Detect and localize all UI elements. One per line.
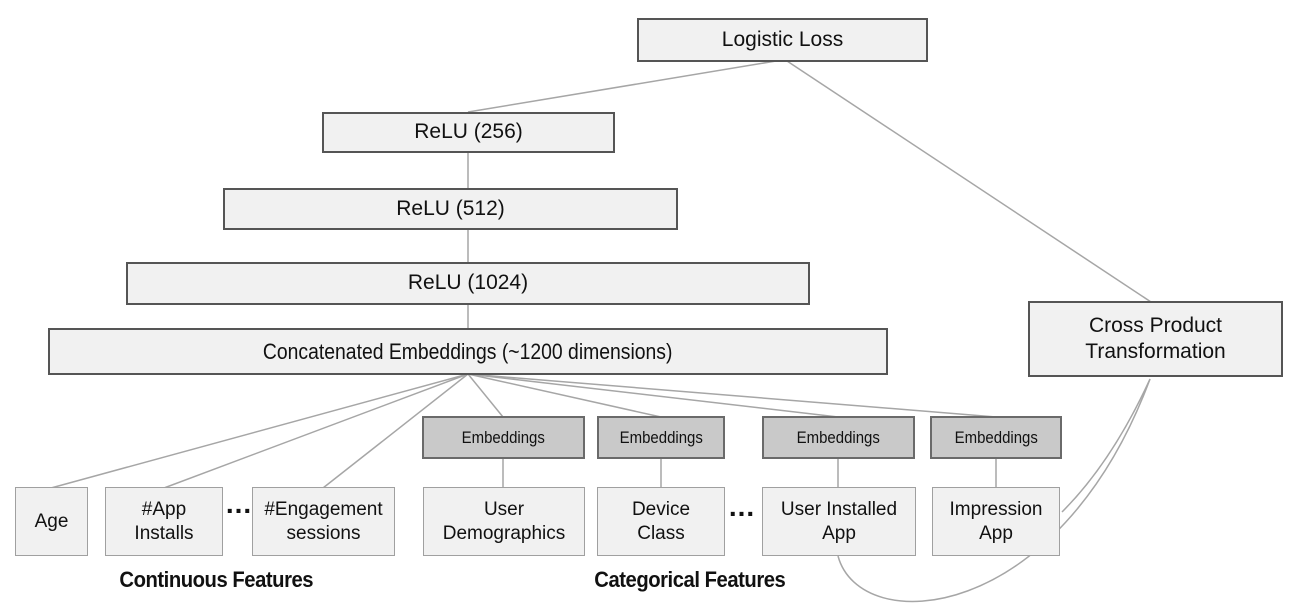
node-relu-256: ReLU (256): [322, 112, 615, 153]
edge-loss-to-crossproduct: [786, 60, 1152, 303]
group-label-continuous-features-text: Continuous Features: [119, 567, 313, 592]
edge-impression-crossproduct: [1061, 378, 1151, 513]
node-cross-product-transformation: Cross Product Transformation: [1028, 301, 1283, 377]
node-feature-age-label: Age: [34, 510, 69, 532]
node-feature-app-installs: #App Installs: [105, 487, 223, 556]
node-feature-user-demographics: User Demographics: [423, 487, 585, 556]
group-label-continuous-features: Continuous Features: [91, 567, 341, 593]
node-concatenated-embeddings: Concatenated Embeddings (~1200 dimension…: [48, 328, 888, 375]
node-embeddings-label: Embeddings: [461, 427, 546, 447]
node-embeddings-device-class: Embeddings: [597, 416, 725, 459]
ellipsis-continuous: ...: [225, 488, 253, 519]
node-embeddings-label: Embeddings: [796, 427, 881, 447]
node-relu-512: ReLU (512): [223, 188, 678, 230]
edge-userinstalled-crossproduct: [837, 378, 1151, 603]
group-label-categorical-features: Categorical Features: [565, 567, 815, 593]
node-embeddings-user-demographics: Embeddings: [422, 416, 585, 459]
node-feature-app-installs-label: #App Installs: [134, 498, 194, 544]
node-relu-1024-label: ReLU (1024): [407, 271, 529, 295]
node-cross-product-transformation-label: Cross Product Transformation: [1085, 313, 1226, 363]
edge-concat-emb2: [467, 373, 662, 418]
node-embeddings-label: Embeddings: [954, 427, 1038, 447]
edge-concat-engagement: [322, 373, 469, 489]
node-logistic-loss: Logistic Loss: [637, 18, 928, 62]
node-relu-512-label: ReLU (512): [396, 196, 505, 220]
group-label-categorical-features-text: Categorical Features: [594, 567, 786, 592]
node-feature-user-installed-app: User Installed App: [762, 487, 916, 556]
ellipsis-categorical: ...: [728, 491, 756, 522]
node-relu-256-label: ReLU (256): [414, 120, 523, 144]
node-feature-device-class-label: Device Class: [631, 498, 691, 544]
node-logistic-loss-label: Logistic Loss: [721, 27, 844, 51]
node-feature-engagement-sessions: #Engagement sessions: [252, 487, 395, 556]
node-feature-age: Age: [15, 487, 88, 556]
edge-concat-emb1: [467, 373, 504, 418]
edge-concat-emb3: [467, 373, 839, 418]
node-embeddings-impression-app: Embeddings: [930, 416, 1062, 459]
edge-concat-appinstalls: [163, 373, 469, 489]
node-embeddings-label: Embeddings: [619, 427, 703, 447]
node-feature-user-demographics-label: User Demographics: [442, 498, 566, 544]
node-feature-engagement-sessions-label: #Engagement sessions: [264, 498, 383, 544]
edge-concat-age: [50, 373, 469, 489]
node-feature-device-class: Device Class: [597, 487, 725, 556]
node-embeddings-user-installed-app: Embeddings: [762, 416, 915, 459]
edge-loss-to-relu256: [467, 60, 777, 113]
node-feature-impression-app: Impression App: [932, 487, 1060, 556]
node-concatenated-embeddings-label: Concatenated Embeddings (~1200 dimension…: [263, 338, 673, 364]
edge-concat-emb4: [467, 373, 997, 418]
node-feature-user-installed-app-label: User Installed App: [780, 498, 898, 544]
node-relu-1024: ReLU (1024): [126, 262, 810, 305]
node-feature-impression-app-label: Impression App: [949, 498, 1043, 544]
